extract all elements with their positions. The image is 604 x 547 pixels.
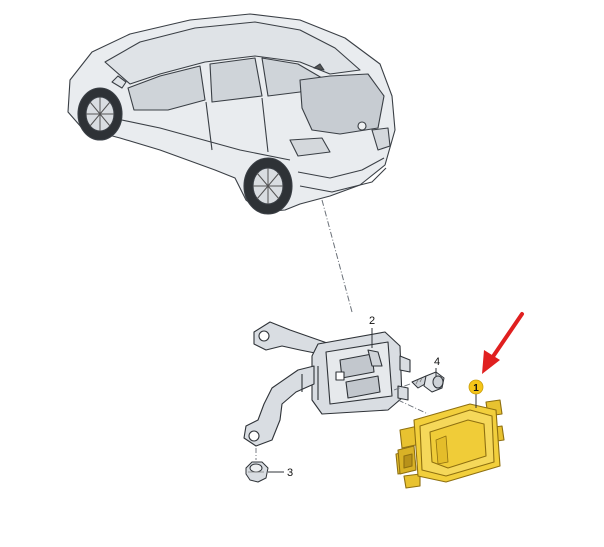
- callout-1-label: 1: [473, 383, 479, 394]
- bracket: [243, 321, 411, 447]
- bolt: [411, 371, 445, 393]
- nut: [245, 461, 269, 483]
- leader-line-car: [321, 199, 353, 313]
- callout-2-label[interactable]: 2: [369, 315, 375, 327]
- callout-3-label[interactable]: 3: [287, 467, 293, 479]
- callout-1[interactable]: 1: [468, 379, 484, 395]
- control-module: [395, 399, 505, 489]
- module-axis-line: [397, 399, 429, 415]
- car-illustration: [67, 13, 396, 215]
- callout-4-label[interactable]: 4: [434, 356, 440, 368]
- callout-1-highlight: [468, 379, 484, 395]
- bolt-axis-line: [393, 383, 411, 391]
- red-arrow-icon: [482, 312, 524, 374]
